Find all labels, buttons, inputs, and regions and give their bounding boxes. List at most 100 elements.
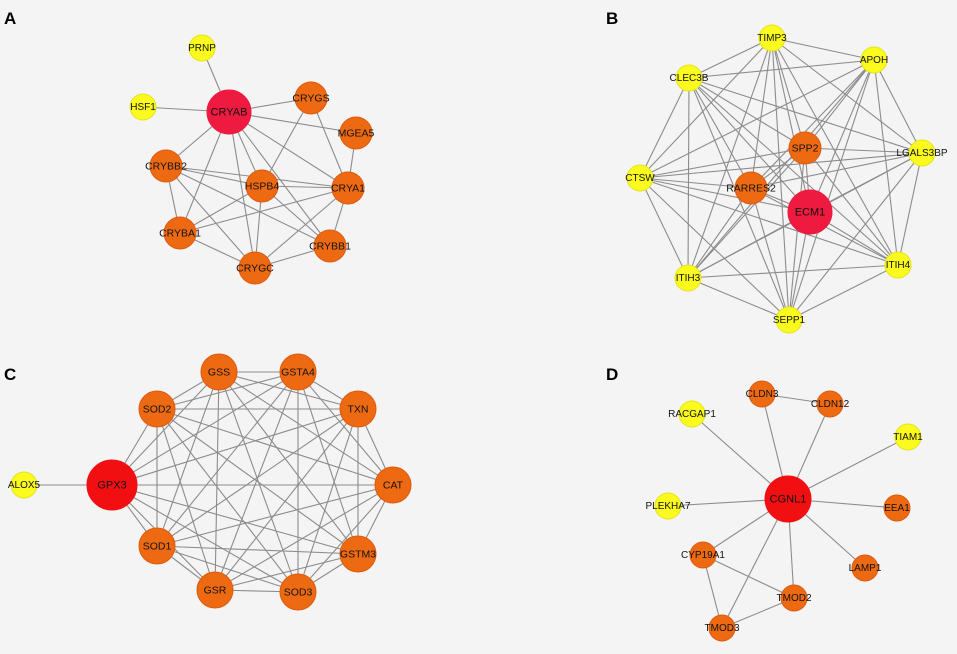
edge-crya1-crygc	[254, 187, 349, 269]
node-mgea5-circle	[339, 116, 373, 150]
node-gpx3-label: GPX3	[97, 480, 126, 492]
node-gsr: GSR	[196, 571, 234, 609]
node-crybb2-label: CRYBB2	[145, 161, 187, 173]
edge-ctsw-sepp1	[639, 177, 790, 321]
edge-rarres2-itih3	[687, 187, 752, 279]
node-timp3-circle	[758, 24, 786, 52]
edge-lgals3bp-ctsw	[639, 152, 923, 179]
node-apoh-label: APOH	[860, 55, 888, 66]
node-hsf1-circle	[129, 93, 157, 121]
node-apoh-circle	[860, 46, 888, 74]
edge-apoh-spp2	[804, 59, 875, 149]
edge-txn-gsr	[214, 408, 359, 591]
node-ecm1-label: ECM1	[795, 207, 826, 219]
edge-spp2-itih3	[687, 147, 806, 279]
node-gss-label: GSS	[208, 367, 230, 379]
edge-gss-txn	[218, 371, 359, 410]
edge-clec3b-rarres2	[688, 77, 752, 189]
node-gsta4-circle	[279, 353, 317, 391]
node-lamp1-label: LAMP1	[849, 563, 882, 574]
node-itih3-label: ITIH3	[676, 273, 701, 284]
edge-itih3-sepp1	[687, 277, 790, 321]
node-cgnl1: CGNL1	[764, 475, 812, 523]
node-rarres2: RARRES2	[726, 171, 776, 205]
node-clec3b: CLEC3B	[670, 64, 709, 92]
edge-timp3-ecm1	[771, 37, 811, 213]
node-gpx3-circle	[86, 459, 138, 511]
node-gsr-label: GSR	[204, 585, 227, 597]
node-tmod2: TMOD2	[777, 584, 812, 612]
node-txn-label: TXN	[348, 404, 369, 416]
node-gsr-circle	[196, 571, 234, 609]
edge-ctsw-rarres2	[639, 177, 752, 189]
node-ctsw-circle	[626, 164, 654, 192]
node-sod3: SOD3	[279, 573, 317, 611]
node-lamp1-circle	[851, 554, 879, 582]
edge-apoh-sepp1	[788, 59, 875, 321]
node-racgap1: RACGAP1	[668, 400, 716, 428]
node-cryab: CRYAB	[206, 89, 252, 135]
edge-rarres2-sepp1	[750, 187, 790, 321]
edge-gpx3-gss	[111, 371, 220, 486]
node-crygs: CRYGS	[292, 81, 330, 115]
edge-spp2-ctsw	[639, 147, 806, 179]
node-sod1: SOD1	[138, 527, 176, 565]
node-clec3b-label: CLEC3B	[670, 73, 709, 84]
node-crygc-circle	[238, 251, 272, 285]
node-crya1-label: CRYA1	[331, 183, 365, 195]
node-txn-circle	[339, 390, 377, 428]
node-cryba1: CRYBA1	[159, 216, 201, 250]
edge-gsta4-sod1	[156, 371, 299, 547]
edge-timp3-clec3b	[688, 37, 773, 79]
edge-sod2-cat	[156, 408, 394, 486]
node-gstm3-circle	[339, 535, 377, 573]
node-hspb4: HSPB4	[245, 169, 279, 203]
edge-clec3b-itih3	[687, 77, 690, 279]
edge-cryab-crya1	[228, 111, 349, 189]
node-cldn12-circle	[816, 390, 844, 418]
edge-gpx3-txn	[111, 408, 359, 486]
node-crybb1-label: CRYBB1	[309, 241, 351, 253]
node-spp2: SPP2	[788, 131, 822, 165]
edge-gss-sod1	[156, 371, 220, 547]
node-tmod3: TMOD3	[705, 614, 740, 642]
node-hsf1: HSF1	[129, 93, 157, 121]
node-txn: TXN	[339, 390, 377, 428]
edge-apoh-lgals3bp	[873, 59, 923, 154]
panel-d-letter: D	[606, 365, 618, 384]
edge-cat-sod1	[156, 484, 394, 547]
panel-d-nodes: CLDN3CLDN12RACGAP1TIAM1PLEKHA7CGNL1EEA1C…	[645, 380, 923, 642]
node-cgnl1-label: CGNL1	[770, 494, 807, 506]
edge-gpx3-gstm3	[111, 484, 359, 555]
node-plekha7-circle	[654, 492, 682, 520]
node-ctsw: CTSW	[625, 164, 655, 192]
edge-crygs-hspb4	[261, 97, 312, 187]
edge-spp2-lgals3bp	[804, 147, 923, 154]
edge-clec3b-ctsw	[639, 77, 690, 179]
node-rarres2-circle	[734, 171, 768, 205]
node-cyp19a1: CYP19A1	[681, 541, 725, 569]
node-cldn3: CLDN3	[746, 380, 779, 408]
edge-clec3b-spp2	[688, 77, 806, 149]
node-sod2: SOD2	[138, 390, 176, 428]
node-cldn3-label: CLDN3	[746, 389, 779, 400]
node-itih3: ITIH3	[674, 264, 702, 292]
node-cat-label: CAT	[383, 480, 404, 492]
panel-d: D CLDN3CLDN12RACGAP1TIAM1PLEKHA7CGNL1EEA…	[606, 365, 923, 642]
node-spp2-label: SPP2	[792, 143, 819, 155]
panel-a-letter: A	[4, 9, 16, 28]
node-alox5-circle	[10, 471, 38, 499]
edge-sod2-sod3	[156, 408, 299, 593]
edge-gstm3-gsr	[214, 553, 359, 591]
edge-spp2-itih4	[804, 147, 899, 266]
node-gss: GSS	[200, 353, 238, 391]
node-sepp1-circle	[775, 306, 803, 334]
node-cat-circle	[374, 466, 412, 504]
node-tiam1-label: TIAM1	[893, 432, 923, 443]
edge-crybb2-crybb1	[165, 165, 331, 247]
node-sod1-label: SOD1	[143, 541, 172, 553]
edge-lgals3bp-rarres2	[750, 152, 923, 189]
